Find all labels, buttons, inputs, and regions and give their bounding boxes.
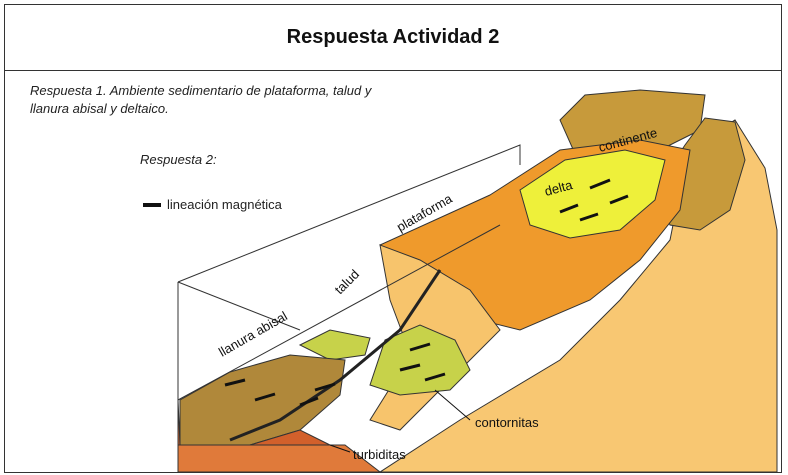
turbidite-channel [229, 269, 442, 442]
label-talud: talud [332, 267, 363, 298]
label-llanura-abisal: llanura abisal [216, 308, 290, 359]
abyssal-fan [179, 354, 346, 446]
page-title: Respuesta Actividad 2 [286, 26, 500, 48]
turbiditas-leader [329, 444, 351, 453]
legend-label: lineación magnética [167, 197, 282, 212]
title-bar: Respuesta Actividad 2 [5, 5, 781, 71]
delta-fan [519, 149, 666, 239]
respuesta-1-text: Respuesta 1. Ambiente sedimentario de pl… [30, 83, 372, 116]
label-turbiditas: turbiditas [353, 447, 406, 462]
respuesta-2-label: Respuesta 2: [140, 152, 217, 167]
base-layer-lower [177, 444, 382, 473]
contourite-small [298, 329, 371, 361]
label-delta: delta [543, 177, 575, 199]
legend: lineación magnética [143, 197, 282, 212]
legend-line-swatch [143, 202, 161, 207]
contourite-body [369, 324, 471, 396]
magnetic-lineations [224, 178, 629, 407]
label-contornitas: contornitas [475, 415, 539, 430]
contornitas-leader [434, 389, 471, 421]
